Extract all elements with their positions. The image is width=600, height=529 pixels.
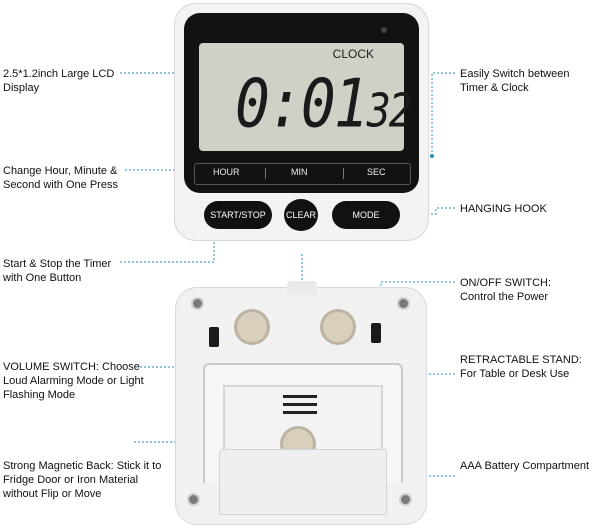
callout-start-stop: Start & Stop the Timer with One Button (3, 258, 112, 284)
light-sensor (381, 27, 387, 33)
screw-bottom-left (189, 495, 198, 504)
lcd-display: CLOCK 0:0132 (199, 43, 413, 151)
lcd-digits: 0:0132 (235, 63, 413, 152)
magnet-right (323, 312, 353, 342)
mode-button[interactable]: MODE (332, 201, 400, 229)
battery-compartment[interactable] (219, 449, 387, 515)
lcd-mode-indicator: CLOCK (332, 47, 374, 61)
screw-top-left (193, 299, 202, 308)
start-stop-button[interactable]: START/STOP (204, 201, 272, 229)
callout-on-off-switch: ON/OFF SWITCH: Control the Power (460, 277, 552, 303)
time-key-row: HOUR MIN SEC (194, 163, 411, 185)
lcd-time-seconds: 32 (366, 84, 413, 138)
hour-key[interactable]: HOUR (213, 167, 240, 177)
screw-bottom-right (401, 495, 410, 504)
callout-magnetic-back: Strong Magnetic Back: Stick it to Fridge… (3, 460, 162, 500)
min-key[interactable]: MIN (291, 167, 308, 177)
callout-battery: AAA Battery Compartment (460, 460, 589, 472)
callout-lcd-display: 2.5*1.2inch Large LCD Display (3, 68, 115, 94)
callout-volume-switch: VOLUME SWITCH: Choose Loud Alarming Mode… (3, 361, 144, 401)
callout-change-time: Change Hour, Minute & Second with One Pr… (3, 165, 118, 191)
lcd-bezel: CLOCK 0:0132 HOUR MIN SEC (184, 13, 419, 193)
clear-button[interactable]: CLEAR (284, 199, 318, 231)
callout-switch-mode: Easily Switch between Timer & Clock (460, 68, 570, 94)
callout-retractable-stand: RETRACTABLE STAND: For Table or Desk Use (460, 354, 582, 380)
timer-front: CLOCK 0:0132 HOUR MIN SEC START/STOP CLE… (174, 3, 429, 241)
on-off-switch[interactable] (371, 323, 381, 343)
magnet-left (237, 312, 267, 342)
callout-hanging-hook: HANGING HOOK (460, 203, 547, 215)
sec-key[interactable]: SEC (367, 167, 386, 177)
screw-top-right (399, 299, 408, 308)
volume-switch[interactable] (209, 327, 219, 347)
lcd-time-main: 0:01 (235, 64, 369, 143)
hanging-hook (287, 281, 317, 295)
timer-back (175, 281, 427, 525)
